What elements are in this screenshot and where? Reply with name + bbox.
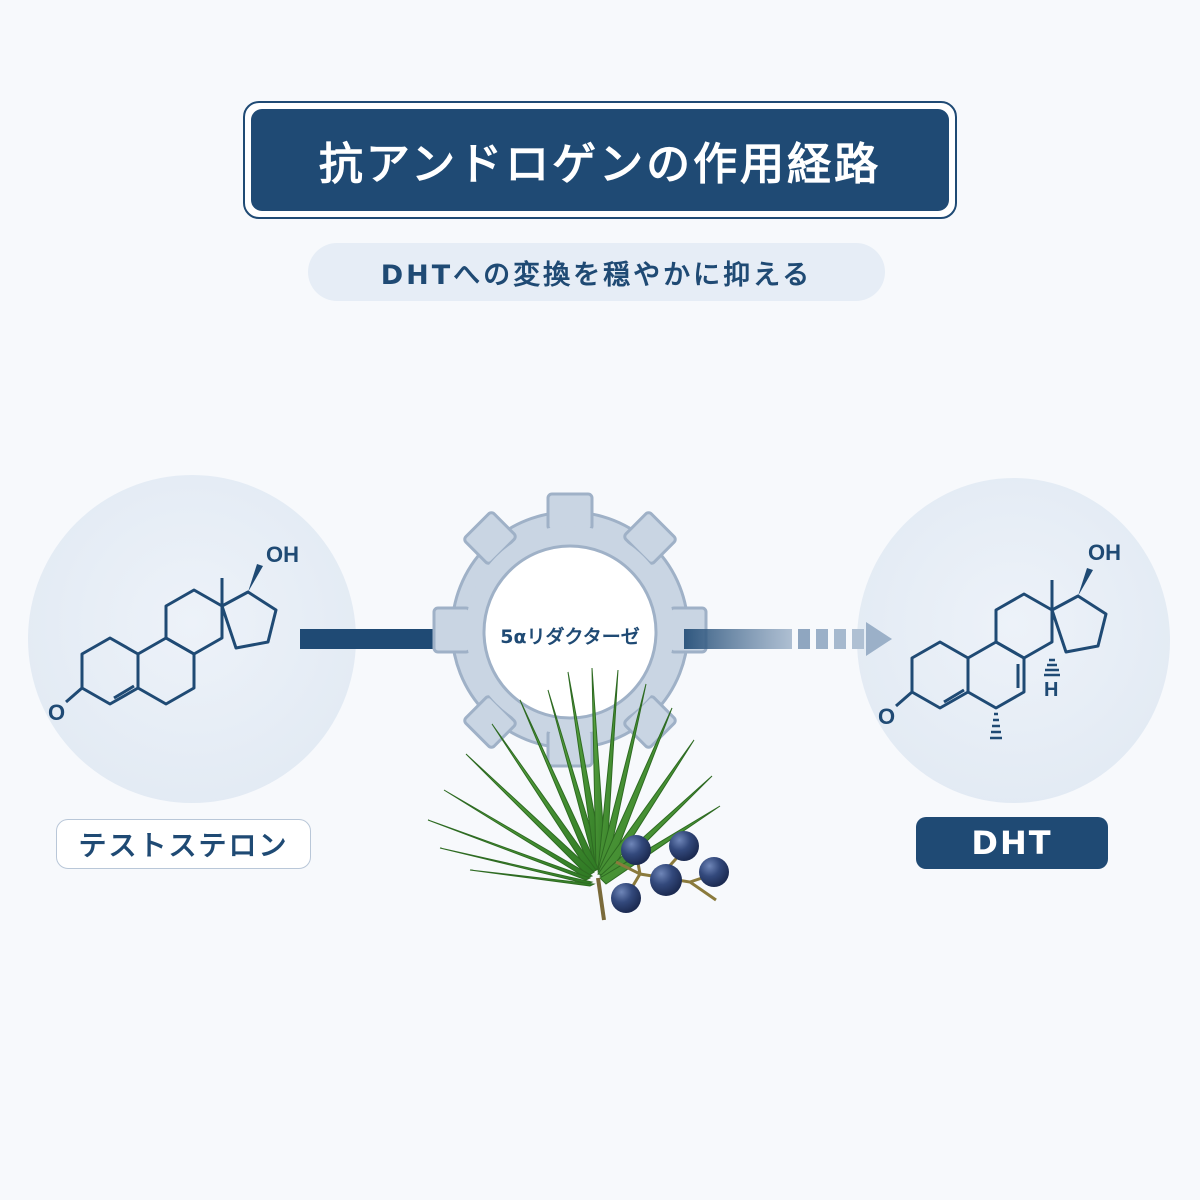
arrow-right-icon xyxy=(684,622,892,656)
subtitle-pill: DHTへの変換を穏やかに抑える xyxy=(308,243,885,301)
dht-o-label: O xyxy=(878,704,895,729)
page-title: 抗アンドロゲンの作用経路 xyxy=(251,109,949,211)
title-frame: 抗アンドロゲンの作用経路 xyxy=(243,101,957,219)
dht-oh-label: OH xyxy=(1088,540,1121,565)
testosterone-label: テストステロン xyxy=(56,819,311,869)
testosterone-oh-label: OH xyxy=(266,542,299,567)
testosterone-o-label: O xyxy=(48,700,65,725)
input-arrow-bar xyxy=(300,629,460,649)
dht-h-label: H xyxy=(1044,679,1058,701)
dht-label: DHT xyxy=(916,817,1108,869)
palm-leaf-icon xyxy=(427,667,721,921)
dht-circle xyxy=(857,478,1170,803)
enzyme-label: 5αリダクターゼ xyxy=(500,625,640,648)
berries-icon xyxy=(611,831,729,913)
